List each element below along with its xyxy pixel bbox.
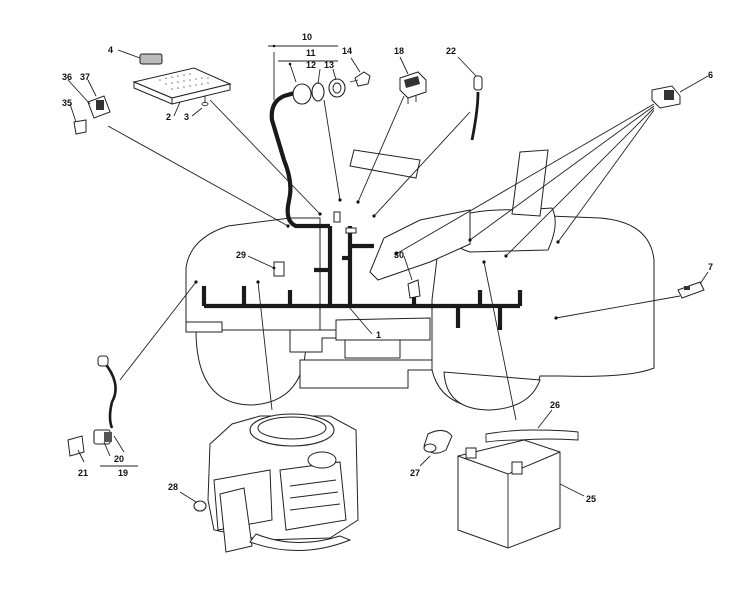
label-26: 26	[550, 400, 560, 410]
part-29-clip	[273, 261, 285, 277]
part-22-sensor	[470, 75, 483, 141]
wiring-harness	[201, 89, 523, 330]
part-labels: 1 2 3 4 6 7 10 11 12 13 14 18 19 20 21 2…	[62, 32, 713, 504]
label-13: 13	[324, 60, 334, 70]
label-3: 3	[184, 112, 189, 122]
part-2-circuit-board	[132, 67, 232, 105]
part-7-switch	[677, 281, 705, 299]
label-22: 22	[446, 46, 456, 56]
label-6: 6	[708, 70, 713, 80]
part-36-37-relay	[87, 95, 111, 119]
label-7: 7	[708, 262, 713, 272]
part-4-connector	[139, 53, 163, 65]
part-28-nut	[193, 500, 207, 512]
label-19: 19	[118, 468, 128, 478]
part-26-strap	[485, 429, 579, 443]
label-28: 28	[168, 482, 178, 492]
part-19-21-headlight	[67, 355, 117, 457]
label-18: 18	[394, 46, 404, 56]
label-14: 14	[342, 46, 352, 56]
label-36: 36	[62, 72, 72, 82]
label-37: 37	[80, 72, 90, 82]
label-25: 25	[586, 494, 596, 504]
leader-lines	[67, 45, 709, 503]
label-2: 2	[166, 112, 171, 122]
label-27: 27	[410, 468, 420, 478]
label-30: 30	[394, 250, 404, 260]
tractor-outline	[185, 149, 655, 411]
part-35-plug	[73, 119, 87, 135]
part-3-screw	[201, 96, 209, 107]
part-27-cap	[423, 430, 453, 454]
engine	[207, 413, 359, 553]
label-29: 29	[236, 250, 246, 260]
connection-dots	[194, 44, 560, 320]
label-11: 11	[306, 48, 316, 58]
part-25-battery	[457, 439, 561, 549]
part-30-clip	[407, 279, 421, 299]
part-12-14-ignition	[292, 71, 371, 105]
part-6-switch	[651, 85, 681, 109]
harness-connectors	[333, 211, 357, 234]
label-4: 4	[108, 45, 113, 55]
label-1: 1	[376, 330, 381, 340]
label-10: 10	[302, 32, 312, 42]
part-18-switch	[399, 71, 427, 104]
label-35: 35	[62, 98, 72, 108]
label-12: 12	[306, 60, 316, 70]
label-21: 21	[78, 468, 88, 478]
label-20: 20	[114, 454, 124, 464]
